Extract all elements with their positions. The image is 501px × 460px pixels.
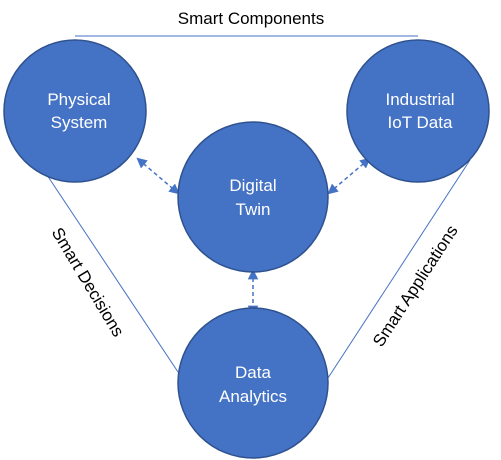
node-label-line2: IoT Data xyxy=(388,113,453,132)
node-label-line2: Twin xyxy=(236,200,271,219)
node-circle xyxy=(3,39,147,183)
node-circle xyxy=(177,121,329,273)
edge-industrial-analytics xyxy=(327,159,471,379)
edge-label-right: Smart Applications xyxy=(369,222,462,350)
node-industrial-iot-data: Industrial IoT Data xyxy=(346,39,490,183)
node-label-line1: Physical xyxy=(47,90,110,109)
node-label-line1: Digital xyxy=(229,176,276,195)
arrow-physical-twin xyxy=(136,157,180,195)
node-label-line2: System xyxy=(51,113,108,132)
node-label-line1: Data xyxy=(235,363,271,382)
node-label-line2: Analytics xyxy=(219,387,287,406)
node-physical-system: Physical System xyxy=(3,39,147,183)
edge-physical-analytics xyxy=(36,159,183,379)
edge-label-top: Smart Components xyxy=(178,9,324,28)
node-circle xyxy=(346,39,490,183)
arrow-industrial-twin xyxy=(327,157,371,195)
edge-label-left: Smart Decisions xyxy=(48,224,128,340)
node-digital-twin: Digital Twin xyxy=(177,121,329,273)
node-data-analytics: Data Analytics xyxy=(177,307,329,459)
node-circle xyxy=(177,307,329,459)
node-label-line1: Industrial xyxy=(386,90,455,109)
